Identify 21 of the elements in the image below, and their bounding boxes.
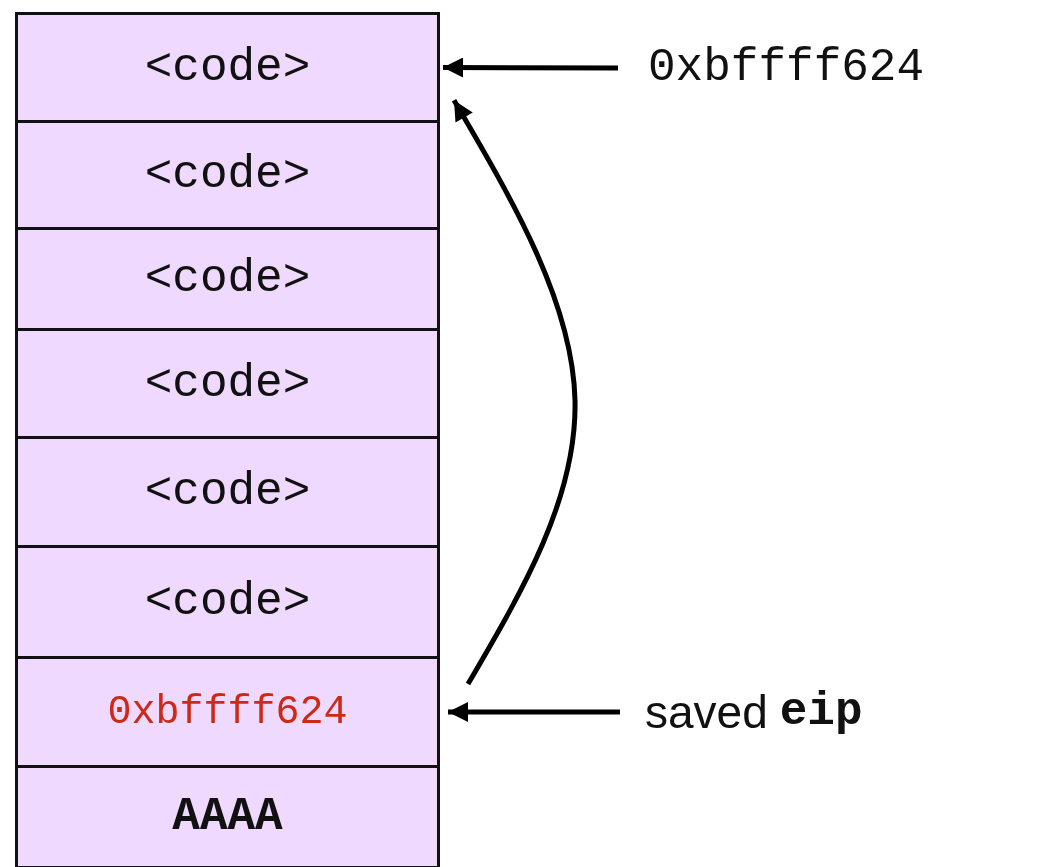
stack-cell (15, 656, 440, 768)
arrow (443, 57, 618, 78)
address-label: 0xbffff624 (648, 42, 925, 94)
arrow (448, 702, 620, 722)
stack-cell (15, 545, 440, 659)
stack-cell (15, 227, 440, 331)
stack-cell (15, 12, 440, 123)
cell-text: <code> (144, 466, 311, 518)
cell-text: <code> (144, 253, 311, 305)
cell-text: AAAA (172, 791, 283, 843)
cell-text: <code> (144, 41, 311, 94)
register-name: eip (779, 686, 863, 738)
cell-text: <code> (144, 576, 311, 628)
stack-cell (15, 765, 440, 867)
stack-cell (15, 120, 440, 230)
cell-text: 0xbffff624 (107, 689, 348, 735)
stack-cell (15, 436, 440, 548)
cell-text: <code> (144, 149, 311, 201)
label-text: saved (645, 685, 768, 739)
cell-text: <code> (144, 357, 311, 410)
stack-cell (15, 328, 440, 439)
